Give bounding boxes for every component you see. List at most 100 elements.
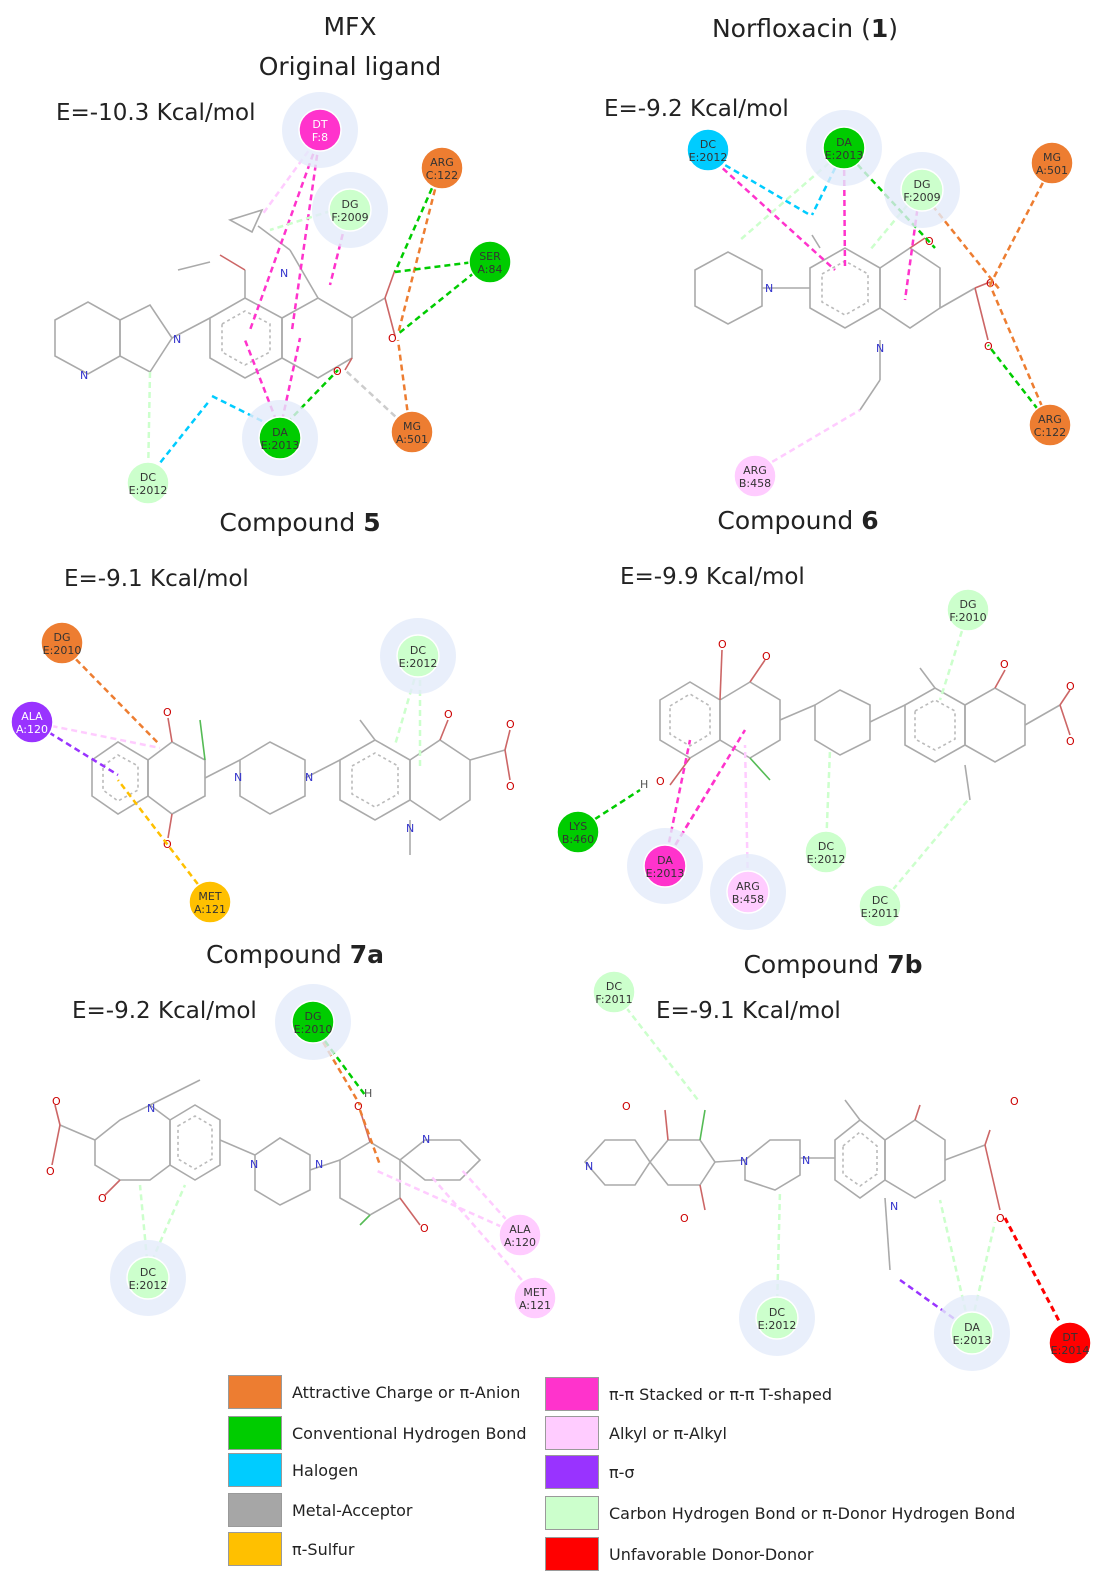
title-norfloxacin-text: Norfloxacin ( [711,14,871,43]
residue-circles: DTF:8DGF:2009ARGC:122SERA:84DAE:2013MGA:… [10,92,1092,1371]
residue-name: DC [818,840,834,853]
c6-piperazine-ring [814,689,871,756]
residue-name: DG [914,178,931,191]
title-compound-5: Compound 5 [200,508,400,537]
residue-name: DC [769,1306,785,1319]
residue-id: E:2013 [261,439,300,452]
c7b-atom-labels: N N N N O O O O [585,1095,1019,1225]
residue-id: F:8 [312,131,328,144]
residue-name: DC [140,471,156,484]
c7a-atom-o2: O [46,1165,55,1178]
legend-swatch [545,1496,599,1530]
c6-atom-o5: O [1066,680,1075,693]
residue-disc [686,128,730,172]
mfx-atom-n2: N [80,369,88,382]
legend-label: Carbon Hydrogen Bond or π-Donor Hydrogen… [609,1503,1016,1523]
energy-compound-7a: E=-9.2 Kcal/mol [72,998,257,1024]
title-compound-7b: Compound 7b [728,950,938,979]
legend-label: Halogen [292,1460,359,1480]
title-compound-5-text: Compound [219,508,364,537]
title-mfx: MFX [323,12,377,41]
legend-item-unfavorable: Unfavorable Donor-Donor [545,1537,813,1571]
c7a-atom-n2: N [250,1158,258,1171]
c6-quinone-ring [719,681,781,759]
mfx-atom-o1: O [388,332,397,345]
legend-item-halogen: Halogen [228,1453,358,1487]
mfx-atom-labels: N N N O O [80,267,397,382]
residue-id: A:120 [16,723,48,736]
c7a-atom-o1: O [52,1095,61,1108]
residue-disc [755,1296,799,1340]
legend-label: π-Sulfur [292,1539,355,1559]
residue-name: ARG [736,880,760,893]
c5-interactions [31,644,422,901]
c7a-pyridine-ring [398,1139,482,1181]
c7b-pyridone-ring [884,1119,946,1199]
residue-disc [513,1276,557,1320]
residue-disc [188,880,232,924]
residue-c6-dc-e-2011: DCE:2011 [858,884,902,928]
residue-name: DA [964,1321,980,1334]
c7b-atom-o4: O [996,1212,1005,1225]
c5-piperazine-ring [239,741,306,815]
residue-disc [328,188,372,232]
residue-id: E:2012 [129,484,168,497]
residue-disc [592,970,636,1014]
residue-id: B:460 [562,833,594,846]
residue-name: LYS [569,820,587,833]
residue-name: DC [140,1266,156,1279]
residue-mfx-dt-f-8: DTF:8 [282,92,358,168]
residue-name: ARG [1038,413,1062,426]
title-compound-7a: Compound 7a [190,940,400,969]
residue-norfloxacin-da-e-2013: DAE:2013 [806,110,882,186]
mfx-cyclopropyl [227,208,264,234]
residue-disc [822,126,866,170]
title-compound-6: Compound 6 [698,506,898,535]
c7a-atom-h1: H [364,1087,372,1100]
c5-atom-o5: O [506,780,515,793]
residue-id: F:2009 [331,211,368,224]
title-compound-7a-num: 7a [349,940,385,969]
residue-disc [1028,403,1072,447]
residue-name: MET [523,1286,546,1299]
molecule-mfx [54,208,396,379]
c5-atom-n3: N [406,822,414,835]
residue-disc [858,884,902,928]
c5-atom-n2: N [305,771,313,784]
residue-name: DA [836,136,852,149]
legend-label: Alkyl or π-Alkyl [609,1423,727,1443]
residue-id: E:2014 [1051,1344,1090,1357]
legend-item-alkyl: Alkyl or π-Alkyl [545,1416,727,1450]
c7a-atom-o4: O [354,1100,363,1113]
residue-name: MG [1043,151,1061,164]
c7a-atom-o3: O [98,1192,107,1205]
residue-id: F:2009 [903,191,940,204]
residue-disc [804,830,848,874]
residue-name: DC [410,644,426,657]
residue-id: A:121 [194,903,226,916]
residue-id: E:2013 [825,149,864,162]
residue-id: C:122 [1034,426,1066,439]
mfx-pyrrolidine-ring [119,303,173,374]
legend-label: π-σ [609,1462,635,1482]
residue-disc [258,416,302,460]
c6-atom-labels: O O O H O O O [640,638,1075,791]
residue-id: C:122 [426,169,458,182]
molecule-norfloxacin [694,234,991,411]
legend-label: Attractive Charge or π-Anion [292,1382,521,1402]
title-norfloxacin: Norfloxacin (1) [690,14,920,43]
energy-compound-7b: E=-9.1 Kcal/mol [656,998,841,1024]
residue-id: A:84 [477,263,502,276]
residue-disc [468,240,512,284]
legend-swatch [545,1537,599,1571]
residue-name: ARG [430,156,454,169]
c7b-quinone-ring [648,1139,716,1186]
legend-label: Metal-Acceptor [292,1500,413,1520]
residue-name: DC [700,138,716,151]
c6-atom-h1: H [640,778,648,791]
legend-swatch [545,1416,599,1450]
